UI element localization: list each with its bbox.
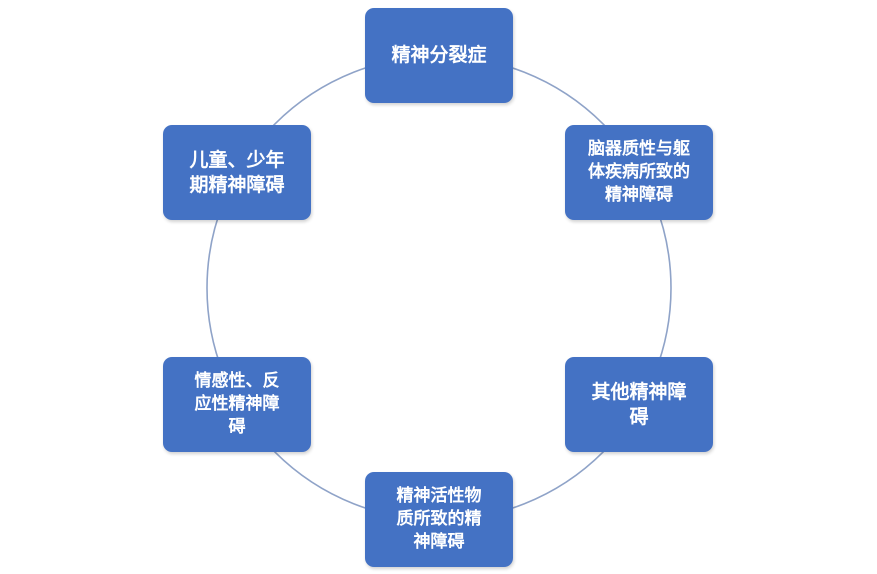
node-child-adolescent-mental-disorders: 儿童、少年 期精神障碍	[163, 125, 311, 220]
node-organic-somatic-mental-disorders: 脑器质性与躯 体疾病所致的 精神障碍	[565, 125, 713, 220]
node-organic-somatic-mental-disorders-label: 脑器质性与躯 体疾病所致的 精神障碍	[588, 139, 690, 205]
node-substance-induced-mental-disorders-label: 精神活性物 质所致的精 神障碍	[396, 486, 482, 552]
node-schizophrenia: 精神分裂症	[365, 8, 513, 103]
node-child-adolescent-mental-disorders-label: 儿童、少年 期精神障碍	[189, 148, 285, 196]
node-schizophrenia-label: 精神分裂症	[391, 44, 487, 66]
node-other-mental-disorders-label: 其他精神障 碍	[591, 380, 687, 428]
node-affective-reactive-mental-disorders: 情感性、反 应性精神障 碍	[163, 357, 311, 452]
node-substance-induced-mental-disorders: 精神活性物 质所致的精 神障碍	[365, 472, 513, 567]
node-affective-reactive-mental-disorders-label: 情感性、反 应性精神障 碍	[194, 371, 280, 437]
node-other-mental-disorders: 其他精神障 碍	[565, 357, 713, 452]
